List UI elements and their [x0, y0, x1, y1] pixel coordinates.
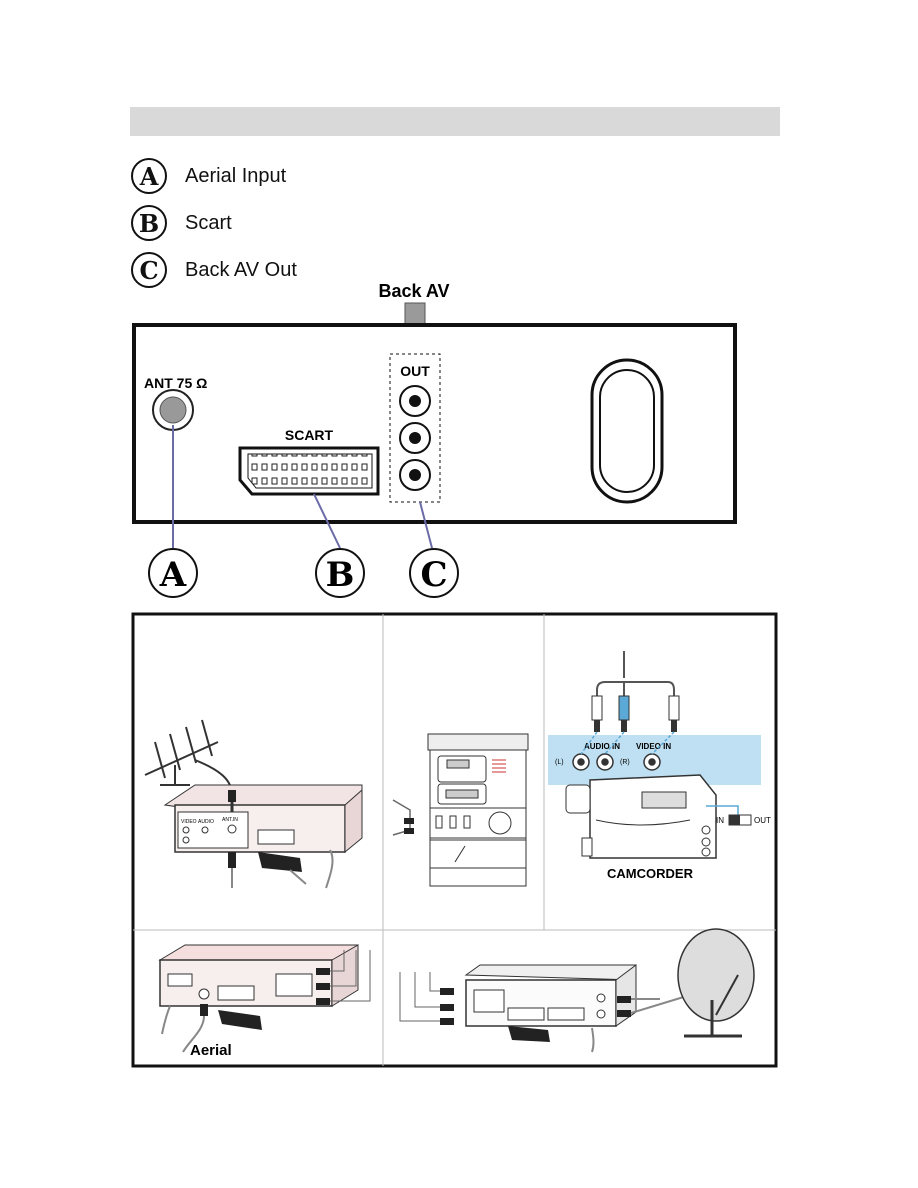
satellite-receiver	[464, 964, 637, 1027]
callout-b: B	[315, 548, 365, 598]
aerial-label: Aerial	[190, 1042, 232, 1059]
legend-label-aerial: Aerial Input	[185, 164, 287, 187]
antenna-socket	[152, 389, 194, 431]
camcorder-title: CAMCORDER	[607, 866, 694, 881]
camcorder-jacks	[572, 753, 661, 771]
satellite-dish-icon	[677, 928, 755, 1038]
section-header-bar	[130, 107, 780, 136]
left-channel-label: (L)	[555, 759, 564, 766]
legend-item-scart: B Scart	[131, 204, 232, 242]
legend-item-back-av: C Back AV Out	[131, 251, 297, 289]
back-av-label: Back AV	[378, 281, 449, 301]
camcorder-icon	[565, 774, 717, 859]
legend-item-aerial: A Aerial Input	[131, 157, 286, 195]
video-in-label: VIDEO IN	[636, 742, 671, 751]
scart-label: SCART	[285, 427, 334, 443]
hifi-system-icon	[427, 733, 529, 887]
ant-label: ANT 75 Ω	[144, 375, 207, 391]
out-group-box	[389, 353, 441, 503]
callout-a: A	[148, 548, 198, 598]
svg-text:C: C	[420, 555, 447, 595]
scart-socket	[238, 446, 380, 496]
vcr-device-2	[158, 944, 359, 1007]
legend-letter-c: C	[131, 252, 167, 288]
out-label: OUT	[400, 363, 430, 379]
rca-out-jacks	[399, 385, 431, 491]
antenna-icon	[144, 719, 233, 796]
svg-text:B: B	[326, 555, 355, 595]
right-channel-label: (R)	[620, 759, 630, 766]
legend-label-back-av: Back AV Out	[185, 258, 297, 281]
svg-text:VIDEO: VIDEO	[181, 819, 197, 825]
callout-c: C	[409, 548, 459, 598]
av-cable	[596, 651, 675, 698]
switch-in-label: IN	[716, 816, 724, 825]
svg-text:ANT.IN: ANT.IN	[222, 817, 238, 823]
audio-in-label: AUDIO IN	[584, 742, 620, 751]
legend-letter-a: A	[131, 158, 167, 194]
legend-letter-b: B	[131, 205, 167, 241]
legend-label-scart: Scart	[185, 211, 232, 234]
rear-cable-plugs	[316, 950, 371, 1005]
speaker-outline	[590, 358, 664, 504]
vcr-device-1: VIDEO AUDIO ANT.IN	[163, 784, 363, 854]
svg-text:AUDIO: AUDIO	[198, 819, 214, 825]
svg-text:A: A	[159, 555, 187, 595]
switch-out-label: OUT	[754, 816, 771, 825]
rca-plug-icons	[591, 695, 680, 732]
